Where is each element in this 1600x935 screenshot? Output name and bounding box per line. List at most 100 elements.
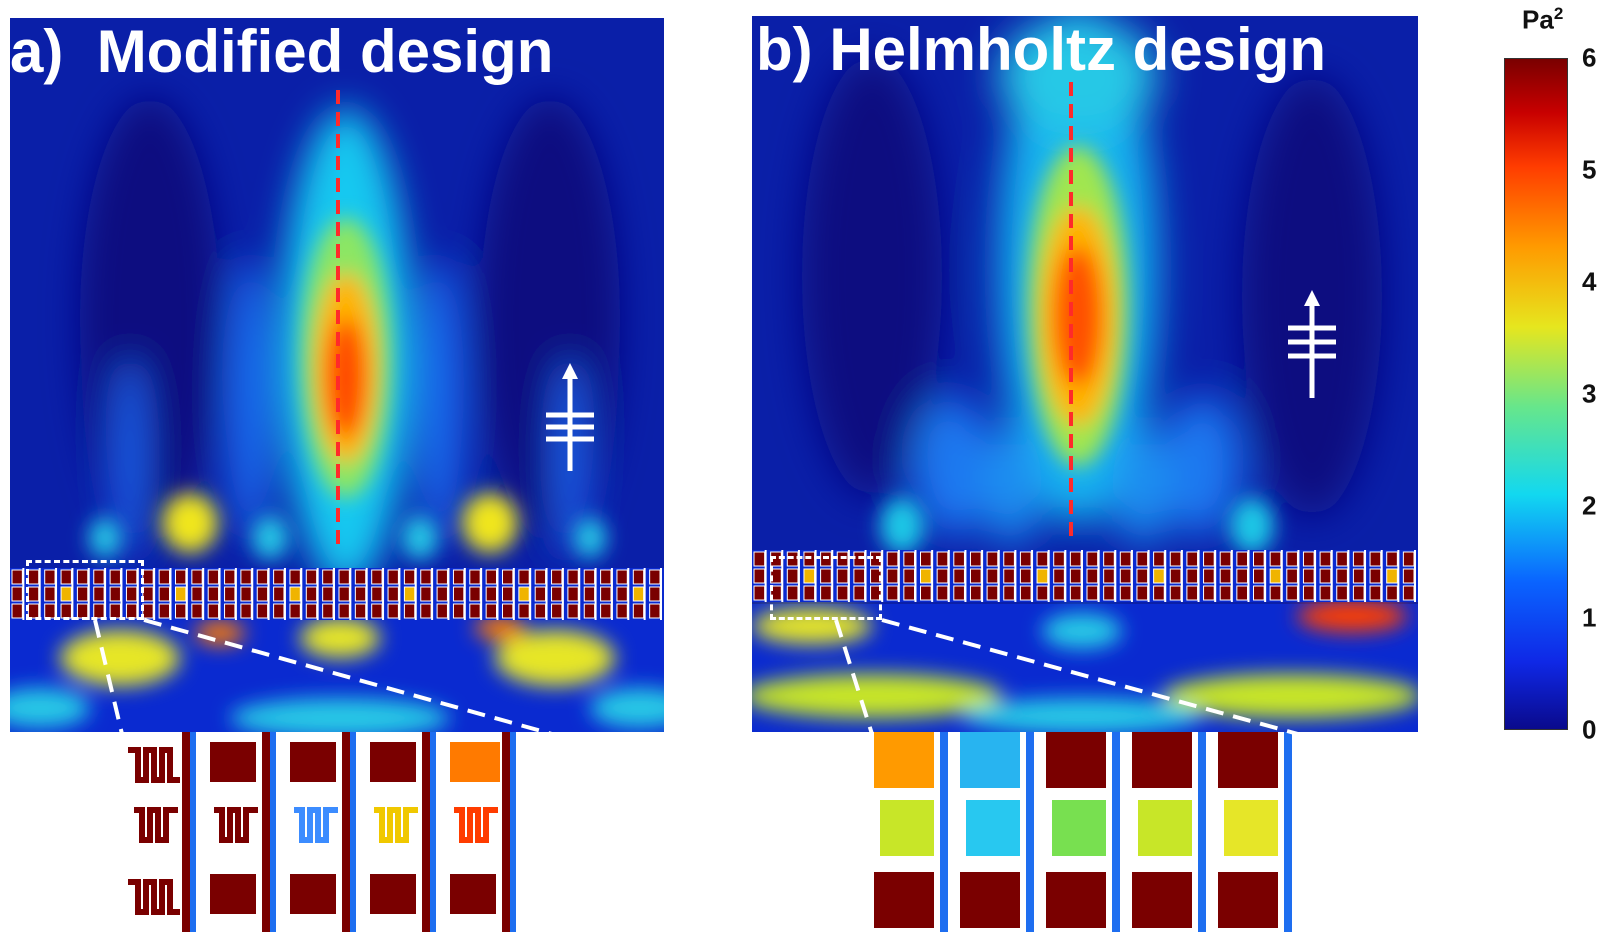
unit-cell-top (1053, 551, 1065, 567)
unit-cell-bottom (1103, 585, 1115, 601)
unit-cell-mid (338, 586, 350, 602)
unit-cell-wall (496, 568, 499, 620)
unit-cell-wall (1197, 550, 1200, 602)
inset-a-cavity (370, 742, 416, 782)
inset-b-stem (1026, 732, 1034, 932)
unit-cell-wall (169, 568, 172, 620)
zoom-box-a (26, 560, 144, 620)
unit-cell-inset-a (120, 732, 550, 932)
unit-cell-mid (1003, 568, 1015, 584)
unit-cell-wall (71, 568, 74, 620)
unit-cell-mid (452, 586, 465, 602)
unit-cell-wall (881, 550, 884, 602)
unit-cell-bottom (1153, 585, 1165, 601)
unit-cell-bottom (1319, 585, 1332, 601)
unit-cell-wall (414, 568, 417, 620)
unit-cell-bottom (1119, 585, 1132, 601)
zoom-box-b (770, 556, 882, 620)
unit-cell-bottom (142, 603, 154, 619)
inset-a-meander (128, 747, 180, 783)
unit-cell-mid (371, 586, 383, 602)
inset-a-meander (374, 807, 418, 843)
unit-cell-bottom (1286, 585, 1298, 601)
pressure-field-a (10, 18, 664, 732)
unit-cell-mid (1286, 568, 1298, 584)
unit-cell-wall (153, 568, 156, 620)
unit-cell-wall (1347, 550, 1350, 602)
unit-cell-mid (518, 586, 530, 602)
unit-cell-top (322, 569, 334, 585)
unit-cell-mid (420, 586, 432, 602)
unit-cell-bottom (1053, 585, 1065, 601)
unit-cell-mid (1386, 568, 1398, 584)
unit-cell-top (616, 569, 628, 585)
unit-cell-top (452, 569, 465, 585)
inset-a-meander (294, 807, 338, 843)
unit-cell-mid (886, 568, 899, 584)
unit-cell-top (224, 569, 236, 585)
unit-cell-top (11, 569, 23, 585)
unit-cell-wall (529, 568, 532, 620)
unit-cell-mid (534, 586, 547, 602)
inset-b-cavity-top (1218, 732, 1278, 788)
unit-cell-mid (583, 586, 596, 602)
colorbar-tick: 5 (1582, 154, 1597, 185)
unit-cell-top (1153, 551, 1165, 567)
unit-cell-bottom (903, 585, 916, 601)
colorbar-tick: 2 (1582, 490, 1597, 521)
unit-cell-bottom (354, 603, 367, 619)
unit-cell-bottom (469, 603, 481, 619)
unit-cell-wall (512, 568, 515, 620)
unit-cell-bottom (853, 585, 866, 601)
unit-cell-mid (803, 568, 816, 584)
unit-cell-mid (953, 568, 965, 584)
unit-cell-top (240, 569, 252, 585)
unit-cell-bottom (649, 603, 661, 619)
unit-cell-wall (234, 568, 237, 620)
unit-cell-top (632, 569, 645, 585)
unit-cell-mid (1236, 568, 1249, 584)
inset-b-cavity-top (1046, 732, 1106, 788)
unit-cell-top (1136, 551, 1149, 567)
inset-a-cavity (290, 874, 336, 914)
panel-b-field: b) Helmholtz design (752, 16, 1418, 732)
unit-cell-wall (997, 550, 1000, 602)
unit-cell-mid (142, 586, 154, 602)
inset-a-cavity (450, 874, 496, 914)
unit-cell-bottom (600, 603, 612, 619)
unit-cell-wall (797, 550, 800, 602)
inset-a-stem-field (350, 732, 356, 932)
unit-cell-bottom (11, 603, 23, 619)
unit-cell-wall (1364, 550, 1367, 602)
unit-cell-bottom (969, 585, 982, 601)
unit-cell-top (158, 569, 170, 585)
unit-cell-wall (1247, 550, 1250, 602)
unit-cell-wall (847, 550, 850, 602)
unit-cell-mid (1219, 568, 1232, 584)
unit-cell-bottom (1086, 585, 1099, 601)
unit-cell-bottom (518, 603, 530, 619)
unit-cell-wall (1031, 550, 1034, 602)
unit-cell-bottom (1352, 585, 1365, 601)
unit-cell-bottom (436, 603, 448, 619)
unit-cell-top (1253, 551, 1265, 567)
unit-cell-wall (1097, 550, 1100, 602)
unit-cell-mid (289, 586, 301, 602)
unit-cell-wall (365, 568, 368, 620)
inset-b-cavity-mid (1224, 800, 1278, 856)
unit-cell-bottom (175, 603, 187, 619)
unit-cell-wall (38, 568, 41, 620)
unit-cell-bottom (1203, 585, 1215, 601)
inset-a-stem-field (190, 732, 196, 932)
unit-cell-bottom (551, 603, 563, 619)
unit-cell-wall (398, 568, 401, 620)
unit-cell-bottom (753, 585, 766, 601)
unit-cell-top (125, 569, 138, 585)
unit-cell-top (305, 569, 318, 585)
unit-cell-bottom (452, 603, 465, 619)
unit-cell-wall (947, 550, 950, 602)
unit-cell-mid (786, 568, 799, 584)
unit-cell-wall (594, 568, 597, 620)
unit-cell-top (1069, 551, 1082, 567)
